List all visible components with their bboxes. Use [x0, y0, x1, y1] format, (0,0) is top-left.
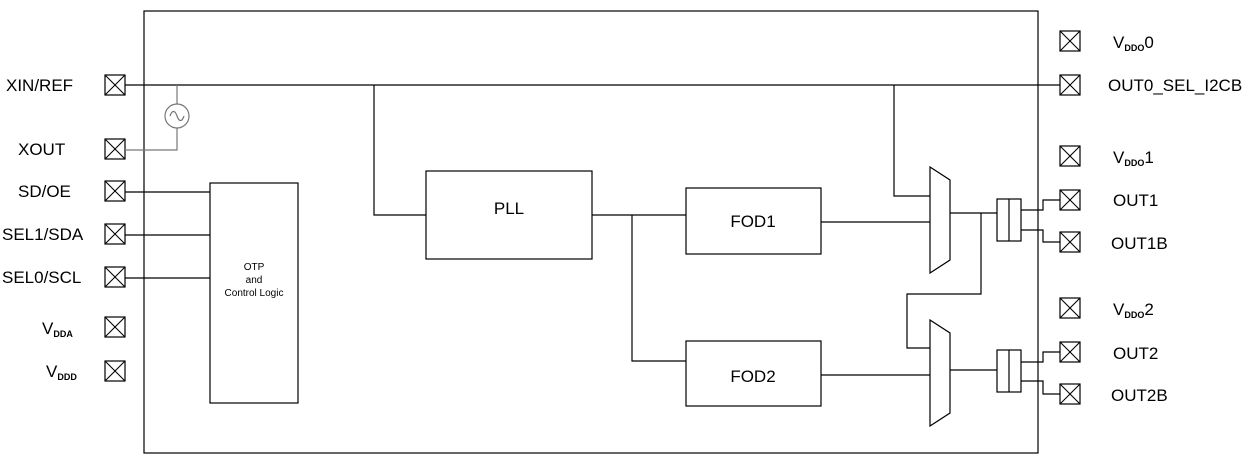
pin-label-out2b: OUT2B — [1111, 386, 1168, 405]
pin-box-x-icon — [1059, 383, 1081, 405]
pin-box-x-icon — [104, 360, 126, 382]
pin-box-x-icon — [1059, 231, 1081, 253]
mux1-to-mux2-wire — [906, 213, 982, 349]
pin-label-vddo0: VDDO0 — [1113, 33, 1154, 53]
pin-box-x-icon — [1059, 74, 1081, 96]
buf2-to-out2-wire — [1021, 351, 1060, 363]
pin-box-x-icon — [104, 316, 126, 338]
pll-label: PLL — [494, 199, 524, 218]
buf1-to-out1b-wire — [1021, 229, 1060, 243]
buf2-to-out2b-wire — [1021, 380, 1060, 395]
pin-box-x-icon — [104, 180, 126, 202]
chip-outline — [143, 10, 1039, 454]
fod2-label: FOD2 — [730, 367, 775, 386]
fod2-block — [685, 340, 822, 407]
buf1-to-out1-wire — [1021, 199, 1060, 211]
output-buffer-icon — [996, 349, 1022, 393]
pin-label-vddo2: VDDO2 — [1113, 300, 1154, 320]
pin-label-xout: XOUT — [18, 140, 65, 159]
output-buffer-icon — [996, 198, 1022, 242]
pin-box-x-icon — [104, 266, 126, 288]
mux-trapezoid-icon — [929, 318, 951, 428]
mux-trapezoid-icon — [929, 165, 951, 275]
otp-label-line1: OTP — [244, 262, 265, 273]
otp-label-line3: Control Logic — [225, 288, 284, 299]
crystal-oscillator-icon — [164, 103, 190, 129]
pin-box-x-icon — [1059, 297, 1081, 319]
ref-to-mux1-wire — [893, 85, 930, 197]
pll-to-fod2-wire — [631, 215, 686, 362]
pin-box-x-icon — [104, 223, 126, 245]
pin-box-x-icon — [1059, 145, 1081, 167]
otp-control-logic-block — [209, 182, 299, 404]
ref-to-pll-wire — [373, 85, 426, 216]
pin-label-out0: OUT0_SEL_I2CB — [1108, 76, 1242, 95]
pin-label-vddo1: VDDO1 — [1113, 148, 1154, 168]
pin-box-x-icon — [1059, 341, 1081, 363]
fod1-label: FOD1 — [730, 212, 775, 231]
pin-label-out2: OUT2 — [1113, 344, 1158, 363]
otp-label-line2: and — [246, 275, 263, 286]
pin-box-x-icon — [1059, 189, 1081, 211]
pin-label-sdoe: SD/OE — [18, 182, 71, 201]
pin-label-out1b: OUT1B — [1111, 234, 1168, 253]
pin-label-vdda: VDDA — [42, 319, 73, 339]
pll-block — [425, 170, 593, 260]
pin-label-sel0: SEL0/SCL — [2, 268, 81, 287]
pin-box-x-icon — [1059, 30, 1081, 52]
osc-to-xout-wire — [125, 128, 178, 151]
fod1-block — [685, 187, 822, 255]
pin-label-sel1: SEL1/SDA — [2, 225, 84, 244]
pin-label-vddd: VDDD — [46, 362, 77, 382]
pin-box-x-icon — [104, 138, 126, 160]
pin-label-out1: OUT1 — [1113, 191, 1158, 210]
pin-box-x-icon — [104, 74, 126, 96]
pin-label-xin: XIN/REF — [6, 76, 73, 95]
